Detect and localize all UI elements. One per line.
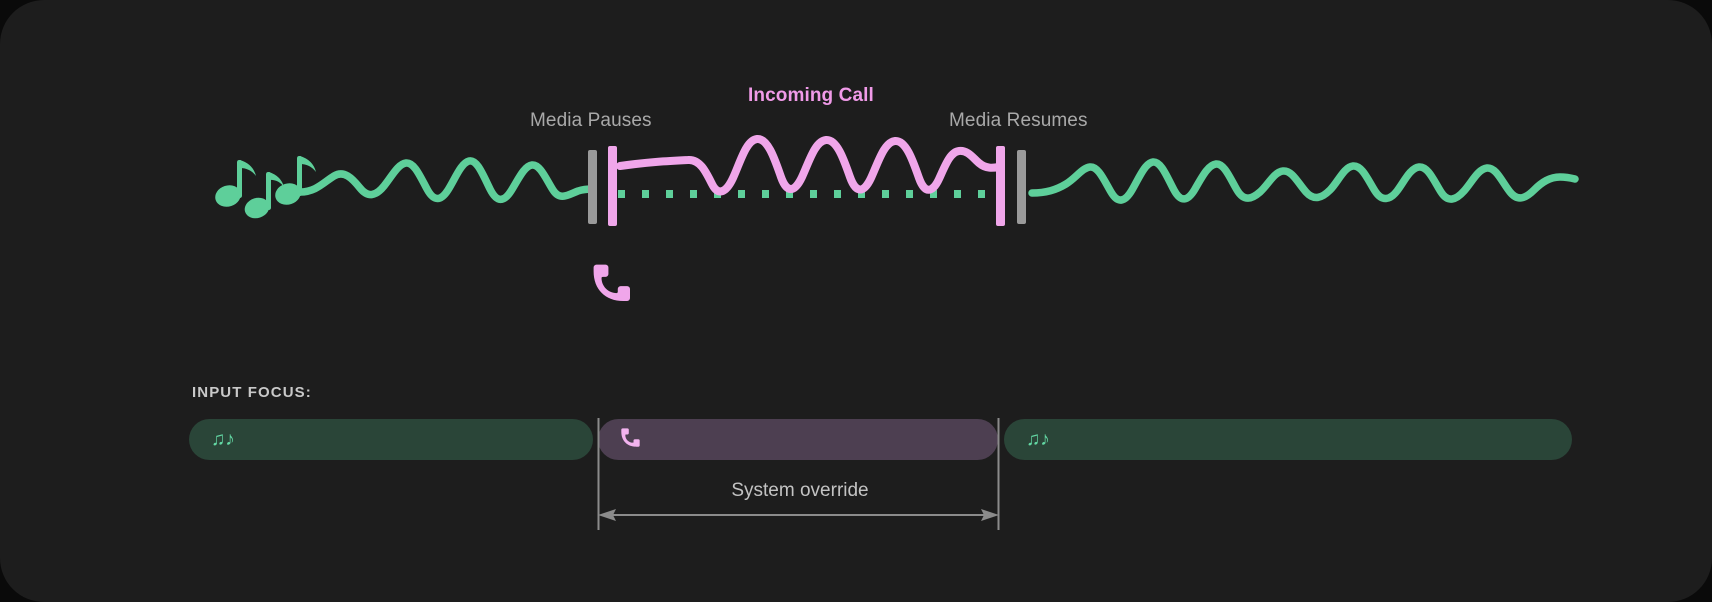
waveform-media-before xyxy=(296,157,597,204)
music-notes-icon: ♫♪ xyxy=(211,429,235,450)
override-arrowhead-right xyxy=(981,509,999,521)
label-incoming-call: Incoming Call xyxy=(748,85,874,106)
audio-timeline-waveform xyxy=(215,135,1579,301)
label-media-resumes: Media Resumes xyxy=(949,110,1088,131)
phone-icon xyxy=(593,264,630,301)
phone-icon xyxy=(620,427,641,452)
music-notes-icon xyxy=(215,156,316,219)
marker-resume-gray xyxy=(1017,150,1026,224)
music-notes-icon: ♫♪ xyxy=(1026,429,1050,450)
focus-bar-call[interactable] xyxy=(598,419,998,460)
waveform-media-after xyxy=(1028,158,1579,204)
focus-bar-media-after[interactable]: ♫♪ xyxy=(1004,419,1572,460)
marker-pause-gray xyxy=(588,150,597,224)
system-override-bracket xyxy=(597,418,1000,530)
waveform-call xyxy=(616,135,1003,196)
override-arrowhead-left xyxy=(598,509,616,521)
marker-pause-pink xyxy=(608,146,617,226)
input-focus-title: INPUT FOCUS: xyxy=(192,384,312,401)
focus-bar-media-before[interactable]: ♫♪ xyxy=(189,419,593,460)
label-media-pauses: Media Pauses xyxy=(530,110,652,131)
marker-resume-pink xyxy=(996,146,1005,226)
